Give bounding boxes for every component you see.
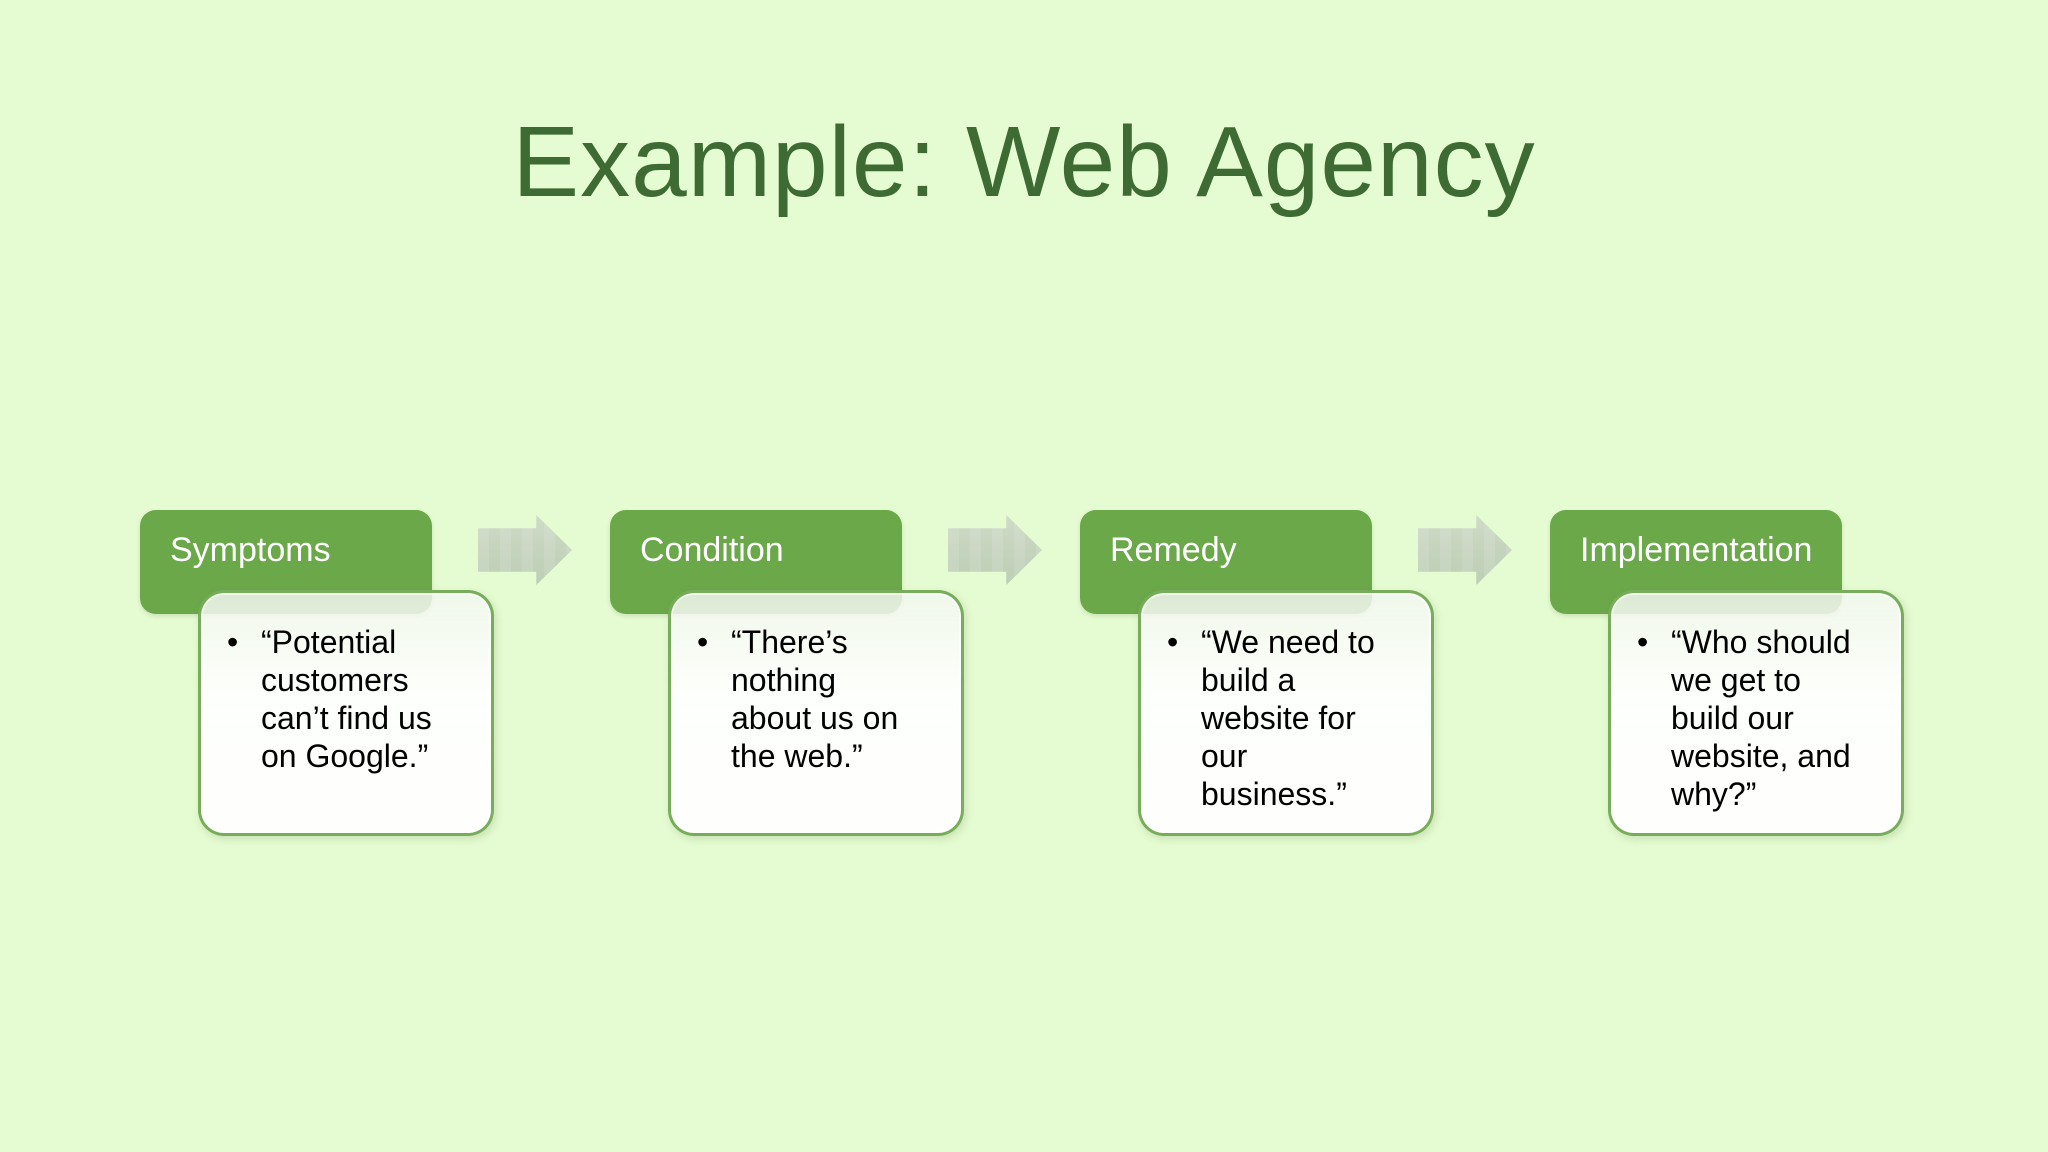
step-card-implementation: • “Who should we get to build our websit… bbox=[1608, 590, 1904, 836]
quote-text-condition: “There’s nothing about us on the web.” bbox=[731, 624, 899, 774]
step-card-symptoms: • “Potential customers can’t find us on … bbox=[198, 590, 494, 836]
step-group-symptoms: Symptoms • “Potential customers can’t fi… bbox=[140, 510, 634, 850]
bullet-icon: • bbox=[1167, 624, 1179, 660]
step-group-condition: Condition • “There’s nothing about us on… bbox=[610, 510, 1104, 850]
quote-bullet-row: • “There’s nothing about us on the web.” bbox=[671, 593, 961, 775]
quote-text-symptoms: “Potential customers can’t find us on Go… bbox=[261, 624, 432, 774]
slide-title: Example: Web Agency bbox=[512, 106, 1536, 218]
step-group-remedy: Remedy • “We need to build a website for… bbox=[1080, 510, 1574, 850]
bullet-icon: • bbox=[697, 624, 709, 660]
bullet-icon: • bbox=[1637, 624, 1649, 660]
quote-text-implementation: “Who should we get to build our website,… bbox=[1671, 624, 1851, 812]
step-header-implementation: Implementation bbox=[1550, 510, 1842, 614]
step-card-condition: • “There’s nothing about us on the web.” bbox=[668, 590, 964, 836]
quote-bullet-row: • “Potential customers can’t find us on … bbox=[201, 593, 491, 775]
step-group-implementation: Implementation • “Who should we get to b… bbox=[1550, 510, 2044, 850]
quote-bullet-row: • “Who should we get to build our websit… bbox=[1611, 593, 1901, 813]
quote-bullet-row: • “We need to build a website for our bu… bbox=[1141, 593, 1431, 813]
step-card-remedy: • “We need to build a website for our bu… bbox=[1138, 590, 1434, 836]
quote-text-remedy: “We need to build a website for our busi… bbox=[1201, 624, 1375, 812]
bullet-icon: • bbox=[227, 624, 239, 660]
